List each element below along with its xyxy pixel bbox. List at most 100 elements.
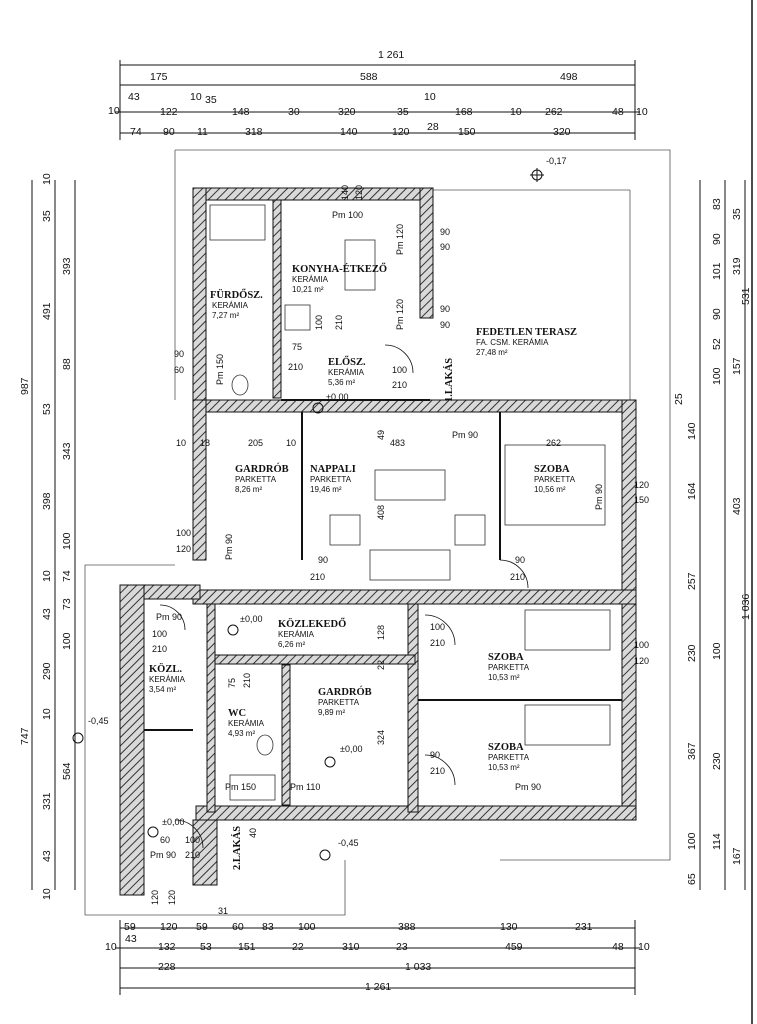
misc-43: 10 — [286, 438, 296, 448]
room-floor-wc: KERÁMIA — [228, 719, 265, 728]
misc-20: 100 — [430, 622, 445, 632]
level-hall: ±0,00 — [326, 392, 348, 402]
dim-right-5: 90 — [711, 308, 723, 320]
room-floor-gardrob1: PARKETTA — [235, 475, 277, 484]
dim-top3-13: 48 — [612, 106, 624, 118]
room-floor-szoba1: PARKETTA — [534, 475, 576, 484]
dim-text-bottom: 59 120 59 60 83 100 388 130 231 10 43 13… — [105, 921, 650, 993]
dim-left-18: 43 — [41, 850, 53, 862]
dim-bot1-3: 60 — [232, 921, 244, 933]
room-area-szoba1: 10,56 m² — [534, 485, 566, 494]
dim-right-6: 52 — [711, 338, 723, 350]
interior-lines — [144, 399, 622, 731]
room-area-szoba3: 10,53 m² — [488, 763, 520, 772]
dim-right-8: 157 — [731, 357, 743, 375]
room-labels: FÜRDŐSZ. KERÁMIA 7,27 m² KONYHA-ÉTKEZŐ K… — [149, 263, 577, 772]
misc-19: 210 — [510, 572, 525, 582]
room-area-konyha: 10,21 m² — [292, 285, 324, 294]
room-area-terasz: 27,48 m² — [476, 348, 508, 357]
dim-right-17: 230 — [711, 752, 723, 770]
door-swings — [159, 344, 529, 849]
misc-0: 140 — [340, 185, 350, 200]
level-markers — [72, 168, 544, 861]
misc-22: 100 — [152, 629, 167, 639]
misc-24: 100 — [634, 640, 649, 650]
misc-10: 75 — [292, 342, 302, 352]
dim-bot1-2: 59 — [196, 921, 208, 933]
misc-46: 100 — [185, 835, 200, 845]
furniture — [209, 204, 611, 801]
dim-top4-3: 318 — [245, 126, 263, 138]
dim-right-15: 230 — [686, 644, 698, 662]
level-terrace: -0,17 — [546, 156, 567, 166]
dim-left-7: 398 — [41, 492, 53, 510]
dim-top3-11: 10 — [510, 106, 522, 118]
dim-right-4: 319 — [731, 257, 743, 275]
dim-left-outer-1: 747 — [19, 727, 31, 745]
misc-37: 324 — [376, 730, 386, 745]
dim-right-outer-0: 531 — [740, 287, 752, 305]
dim-right-11: 164 — [686, 482, 698, 500]
room-area-kozl: 3,54 m² — [149, 685, 176, 694]
dim-right-16: 367 — [686, 742, 698, 760]
entrance-2: 2.LAKÁS — [231, 826, 243, 870]
misc-26: 120 — [634, 480, 649, 490]
entrance-1: 1.LAKÁS — [443, 358, 455, 402]
room-area-gardrob2: 9,89 m² — [318, 708, 345, 717]
dim-right-0: 83 — [711, 198, 723, 210]
room-floor-kozlekedo: KERÁMIA — [278, 630, 315, 639]
misc-25: 120 — [634, 656, 649, 666]
opening-9: Pm 120 — [395, 224, 405, 255]
dim-left-6: 343 — [61, 442, 73, 460]
dim-bot1-5: 100 — [298, 921, 316, 933]
dim-top3-0: 10 — [108, 105, 120, 117]
room-name-kozl: KÖZL. — [149, 662, 182, 675]
misc-11: 210 — [288, 362, 303, 372]
dim-left-2: 393 — [61, 257, 73, 275]
room-floor-furdo: KERÁMIA — [212, 301, 249, 310]
dim-top3-8: 35 — [397, 106, 409, 118]
room-area-elosz: 5,36 m² — [328, 378, 355, 387]
room-floor-szoba3: PARKETTA — [488, 753, 530, 762]
dim-bot1-8: 231 — [575, 921, 593, 933]
room-name-terasz: FEDETLEN TERASZ — [476, 327, 577, 338]
room-name-szoba1: SZOBA — [534, 464, 570, 475]
misc-44: 22 — [376, 660, 386, 670]
dim-top4-0: 74 — [130, 126, 142, 138]
dim-bot2-6: 310 — [342, 941, 360, 953]
misc-33: 60 — [160, 835, 170, 845]
dim-top3-12: 262 — [545, 106, 563, 118]
dim-left-11: 43 — [41, 608, 53, 620]
dim-left-12: 73 — [61, 598, 73, 610]
dim-top3-6: 30 — [288, 106, 300, 118]
room-area-szoba2: 10,53 m² — [488, 673, 520, 682]
dim-text-right: 83 35 90 101 319 90 52 100 157 140 25 16… — [673, 198, 752, 885]
dim-left-0: 10 — [41, 173, 53, 185]
room-area-gardrob1: 8,26 m² — [235, 485, 262, 494]
dim-right-2: 90 — [711, 233, 723, 245]
misc-39: 205 — [248, 438, 263, 448]
dim-top4-2: 11 — [197, 126, 208, 138]
opening-labels: Pm 100 Pm 90 Pm 90 Pm 90 Pm 90 Pm 150 Pm… — [150, 210, 604, 860]
dim-left-9: 10 — [41, 570, 53, 582]
misc-23: 210 — [152, 644, 167, 654]
dim-top3-10: 168 — [455, 106, 473, 118]
dim-top3-1: 43 — [128, 91, 140, 103]
left-dimension-lines — [31, 180, 76, 890]
misc-31: 210 — [430, 766, 445, 776]
misc-29: 210 — [242, 673, 252, 688]
dim-bot3-1: 1 033 — [405, 961, 431, 973]
dim-top3-7: 320 — [338, 106, 356, 118]
dim-top3-5: 148 — [232, 106, 250, 118]
dim-left-3: 491 — [41, 302, 53, 320]
dim-top4-4: 140 — [340, 126, 358, 138]
dim-right-21: 167 — [731, 847, 743, 865]
misc-2: 90 — [440, 227, 450, 237]
room-area-kozlekedo: 6,26 m² — [278, 640, 305, 649]
misc-8: 100 — [392, 365, 407, 375]
misc-13: 60 — [174, 365, 184, 375]
dim-bot1-4: 83 — [262, 921, 274, 933]
opening-7: Pm 150 — [215, 354, 225, 385]
dim-left-14: 290 — [41, 662, 53, 680]
